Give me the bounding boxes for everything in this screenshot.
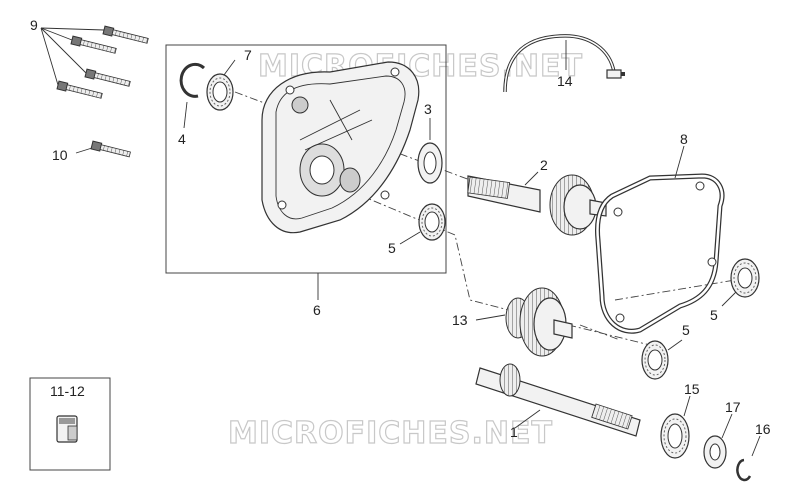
inset-frame-11-12 <box>29 377 111 471</box>
bolt <box>56 80 103 99</box>
callout-9: 9 <box>30 17 38 33</box>
circlip-4 <box>179 62 206 129</box>
bearing-15 <box>660 395 691 459</box>
callout-13: 13 <box>452 312 468 328</box>
circlip-16 <box>736 435 761 482</box>
output-shaft-2 <box>467 171 607 236</box>
callout-17: 17 <box>725 399 741 415</box>
bearing-5-middle <box>641 339 683 380</box>
callout-2: 2 <box>540 157 548 173</box>
callout-3: 3 <box>424 101 432 117</box>
callout-14: 14 <box>557 73 573 89</box>
bolt <box>102 25 149 44</box>
bolt-group-9 <box>40 25 149 99</box>
bolt <box>84 68 131 87</box>
callout-5-middle: 5 <box>682 322 690 338</box>
bearing-7 <box>206 59 236 111</box>
input-shaft-1 <box>475 363 641 437</box>
callout-4: 4 <box>178 131 186 147</box>
oil-seal-17 <box>703 413 733 469</box>
callout-labels: 9 10 4 7 3 5 6 2 8 5 5 13 1 15 17 16 14 … <box>30 17 771 440</box>
callout-16: 16 <box>755 421 771 437</box>
callout-7: 7 <box>244 47 252 63</box>
bearing-5-right <box>721 258 760 307</box>
callout-10: 10 <box>52 147 68 163</box>
callout-5-left: 5 <box>388 240 396 256</box>
transmission-cover <box>261 61 420 234</box>
callout-6: 6 <box>313 302 321 318</box>
sensor-cable-14 <box>503 34 625 93</box>
bolt <box>70 35 117 54</box>
bolt-10 <box>75 140 131 158</box>
clip-part-11-12 <box>56 415 78 443</box>
callout-15: 15 <box>684 381 700 397</box>
callout-1: 1 <box>510 424 518 440</box>
oil-seal-3 <box>417 118 443 184</box>
callout-11-12: 11-12 <box>50 383 85 399</box>
cover-assembly-frame <box>165 44 447 274</box>
watermark-bottom: MICROFICHES.NET <box>228 416 553 451</box>
bearing-5-left <box>399 203 446 245</box>
gasket-8 <box>595 145 725 334</box>
callout-8: 8 <box>680 131 688 147</box>
intermediate-gear-13 <box>475 287 573 357</box>
callout-5-right: 5 <box>710 307 718 323</box>
